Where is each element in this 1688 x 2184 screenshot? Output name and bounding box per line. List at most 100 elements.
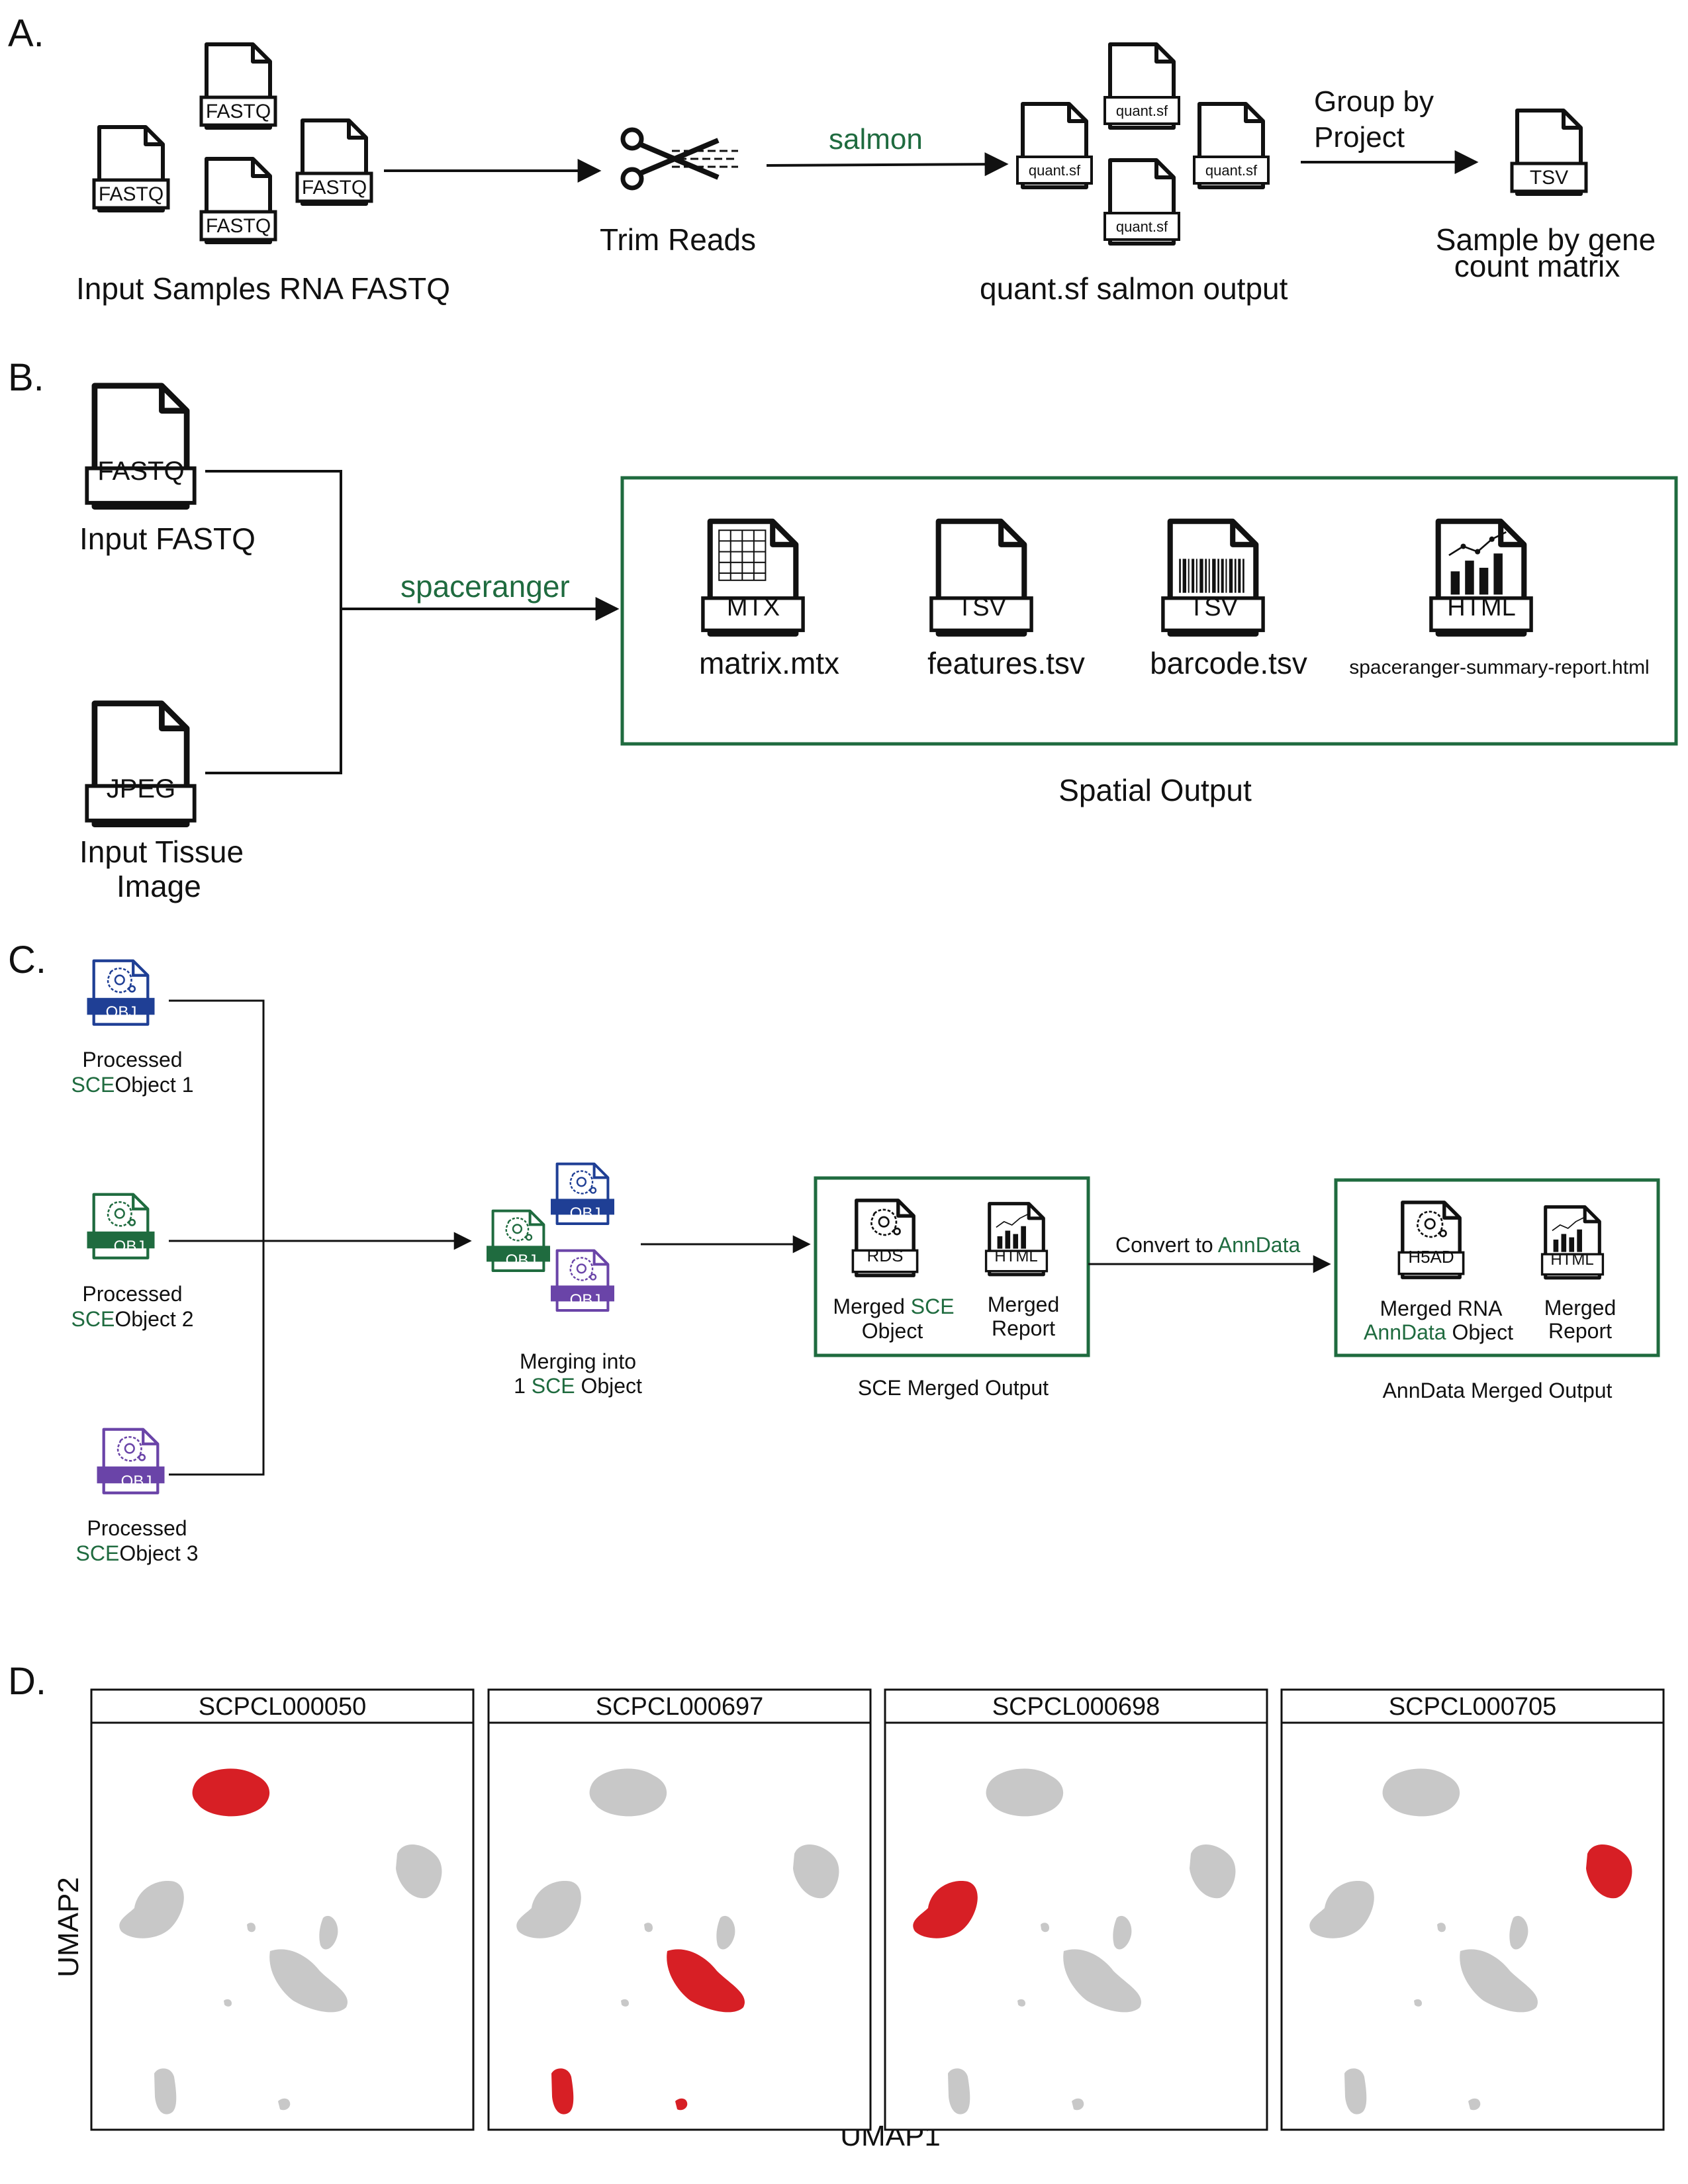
cell-cluster — [1344, 2068, 1367, 2115]
tsv-file-icon — [929, 522, 1033, 634]
cell-cluster — [1063, 1949, 1141, 2013]
highlighted-cell-cluster — [675, 2098, 688, 2111]
cell-cluster — [396, 1844, 442, 1899]
facet-strip — [1280, 1688, 1665, 1724]
html-report-file-icon — [984, 1204, 1049, 1275]
sce-merged-output-box — [814, 1176, 1090, 1357]
cell-cluster — [1468, 2098, 1481, 2111]
input-fastq-caption: Input FASTQ — [79, 522, 256, 556]
cell-cluster — [119, 1881, 184, 1938]
cell-cluster — [1509, 1915, 1528, 1950]
cell-cluster — [1113, 1915, 1132, 1950]
jpeg-file-icon — [85, 704, 197, 825]
matrix-mtx-caption: matrix.mtx — [699, 646, 839, 680]
mtx-file-icon — [701, 522, 805, 634]
group-by-line2: Project — [1314, 121, 1405, 154]
cell-cluster — [1072, 2098, 1084, 2111]
sce-object2-label: SCEObject 2 — [71, 1307, 194, 1331]
facet-strip — [487, 1688, 872, 1724]
cell-cluster — [1382, 1768, 1460, 1817]
cell-cluster — [1437, 1923, 1446, 1933]
facet-strip — [90, 1688, 475, 1724]
highlighted-cell-cluster — [913, 1881, 978, 1938]
sce-word: SCE — [71, 1073, 115, 1097]
sce-object1-label: SCEObject 1 — [71, 1073, 194, 1097]
spatial-output-caption: Spatial Output — [1058, 773, 1252, 807]
cell-cluster — [1190, 1844, 1236, 1899]
cell-cluster — [278, 2098, 291, 2111]
processed-label: Processed — [82, 1048, 182, 1071]
quant-sf-file-icon: quant.sf — [1016, 104, 1093, 187]
quant-sf-file-icon: quant.sf — [1103, 160, 1180, 244]
barcode-tsv-tag: TSV — [1189, 594, 1239, 621]
object2-word: Object 2 — [115, 1307, 193, 1331]
object-word: Object — [1452, 1320, 1513, 1344]
connector-fastq — [205, 470, 342, 774]
spatial-output-box — [620, 476, 1678, 746]
facet-strip — [884, 1688, 1268, 1724]
sce-word: SCE — [911, 1295, 955, 1318]
obj-tag: OBJ — [106, 1003, 137, 1021]
obj-tag: OBJ — [570, 1205, 601, 1222]
barcode-file-icon — [1161, 522, 1265, 634]
fastq-file-icon — [85, 386, 197, 507]
processed-label: Processed — [82, 1282, 182, 1306]
fastq-file-icon: FASTQ — [295, 120, 373, 204]
scissors-icon — [623, 130, 738, 188]
input-tissue-line1: Input Tissue — [79, 835, 244, 869]
arrow-salmon — [766, 152, 1009, 177]
connector-objects — [169, 999, 265, 1476]
rds-tag: RDS — [867, 1246, 904, 1265]
processed-label: Processed — [87, 1516, 187, 1540]
cell-cluster — [269, 1949, 348, 2013]
fastq-file-icon: FASTQ — [92, 127, 170, 210]
mtx-tag: MTX — [727, 594, 780, 621]
html-tag: HTML — [1550, 1251, 1593, 1269]
h5ad-file-icon — [1397, 1203, 1465, 1277]
cell-cluster — [247, 1923, 256, 1933]
panel-c-label: C. — [8, 938, 46, 981]
merging-line1: Merging into — [520, 1349, 636, 1373]
quant-tag: quant.sf — [1116, 103, 1168, 119]
cell-cluster — [319, 1915, 338, 1950]
features-tsv-tag: TSV — [957, 594, 1007, 621]
cell-cluster — [1017, 1999, 1025, 2007]
facet-title: SCPCL000697 — [596, 1693, 764, 1721]
cell-cluster — [154, 2068, 177, 2115]
input-samples-caption: Input Samples RNA FASTQ — [76, 271, 450, 306]
merged-rna-line1: Merged RNA — [1380, 1297, 1503, 1320]
cell-cluster — [224, 1999, 232, 2007]
jpeg-tag: JPEG — [107, 774, 175, 803]
fastq-file-icon: FASTQ — [199, 44, 277, 128]
quant-tag: quant.sf — [1205, 162, 1258, 179]
sce-object-icon — [97, 1428, 165, 1494]
umap-facet: SCPCL000697 — [487, 1688, 872, 2131]
quant-tag: quant.sf — [1116, 218, 1168, 235]
sce-object-icon — [87, 959, 155, 1026]
sce-word: SCE — [71, 1307, 115, 1331]
sce-object-icon — [487, 1209, 550, 1273]
input-tissue-line2: Image — [117, 869, 201, 903]
facet-title: SCPCL000050 — [199, 1693, 367, 1721]
obj-tag: OBJ — [570, 1291, 601, 1309]
fastq-tag: FASTQ — [206, 101, 271, 122]
anndata-word: AnnData — [1218, 1233, 1301, 1257]
cell-cluster — [516, 1881, 581, 1938]
h5ad-tag: H5AD — [1408, 1247, 1454, 1267]
cell-cluster — [1460, 1949, 1538, 2013]
cell-cluster — [948, 2068, 970, 2115]
highlighted-cell-cluster — [1586, 1844, 1632, 1899]
fastq-tag: FASTQ — [206, 215, 271, 237]
merged-sce-line2: Object — [862, 1319, 923, 1343]
cell-cluster — [716, 1915, 735, 1950]
highlighted-cell-cluster — [667, 1949, 745, 2013]
sce-object-icon — [551, 1162, 614, 1226]
tsv-tag: TSV — [1530, 167, 1568, 189]
merged-rna-line2: AnnData Object — [1364, 1320, 1513, 1344]
panel-d-label: D. — [8, 1660, 46, 1703]
anndata-merged-output-caption: AnnData Merged Output — [1383, 1379, 1613, 1402]
umap-facet: SCPCL000705 — [1280, 1688, 1665, 2131]
panel-b-label: B. — [8, 356, 44, 399]
cell-cluster — [589, 1768, 667, 1817]
fastq-file-icon: FASTQ — [199, 159, 277, 242]
